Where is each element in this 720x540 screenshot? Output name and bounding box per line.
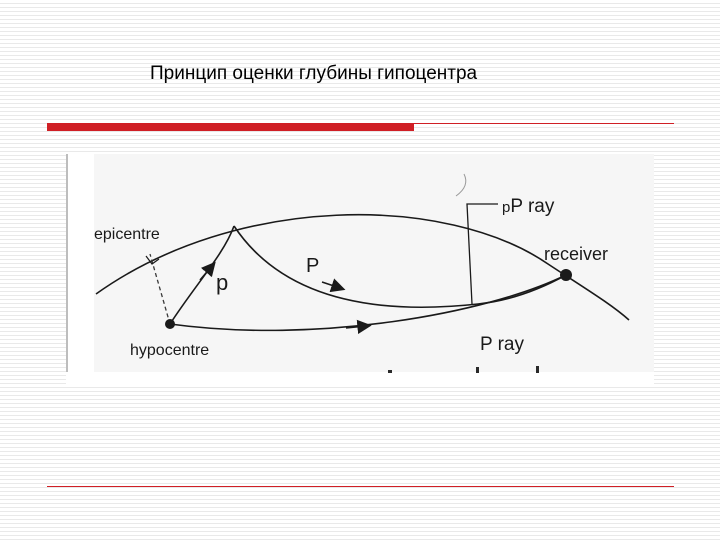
pP-ray-label: pP ray <box>502 196 555 217</box>
cropped-fragment-1 <box>388 370 392 373</box>
hypocentre-label: hypocentre <box>130 342 209 359</box>
receiver-label: receiver <box>544 244 608 264</box>
receiver-dot <box>560 269 572 281</box>
footer-rule <box>47 486 674 487</box>
depth-dashed-line <box>149 253 171 325</box>
title-underline-thick <box>47 123 414 131</box>
p-ray-label: p <box>216 270 228 295</box>
figure-scan-area <box>94 154 654 372</box>
earth-surface-curve <box>95 214 630 321</box>
slide-title: Принцип оценки глубины гипоцентра <box>150 63 478 84</box>
direct-P-ray-label: P ray <box>480 334 525 355</box>
pP-ray-bracket <box>466 203 498 305</box>
direct-P-arrow <box>345 319 372 335</box>
diagram-canvas: epicentre hypocentre receiver p P pP ray… <box>66 154 654 373</box>
right-angle-marker <box>145 255 160 265</box>
reflected-P-ray <box>233 225 567 308</box>
title-underline-thin <box>414 123 674 124</box>
P-ray-label: P <box>306 255 319 277</box>
upgoing-p-arrow <box>199 261 216 281</box>
reflected-P-arrow <box>321 278 346 293</box>
cropped-fragment-3 <box>536 366 539 373</box>
faint-arc <box>455 173 467 197</box>
cropped-fragment-2 <box>476 367 479 373</box>
pP-ray-small-p: p <box>502 199 510 216</box>
direct-P-ray <box>169 274 567 332</box>
pP-ray-rest: P ray <box>510 196 555 217</box>
hypocentre-dot <box>165 319 175 329</box>
epicentre-label: epicentre <box>94 226 160 243</box>
hypocentre-depth-diagram: epicentre hypocentre receiver p P pP ray… <box>66 154 654 386</box>
